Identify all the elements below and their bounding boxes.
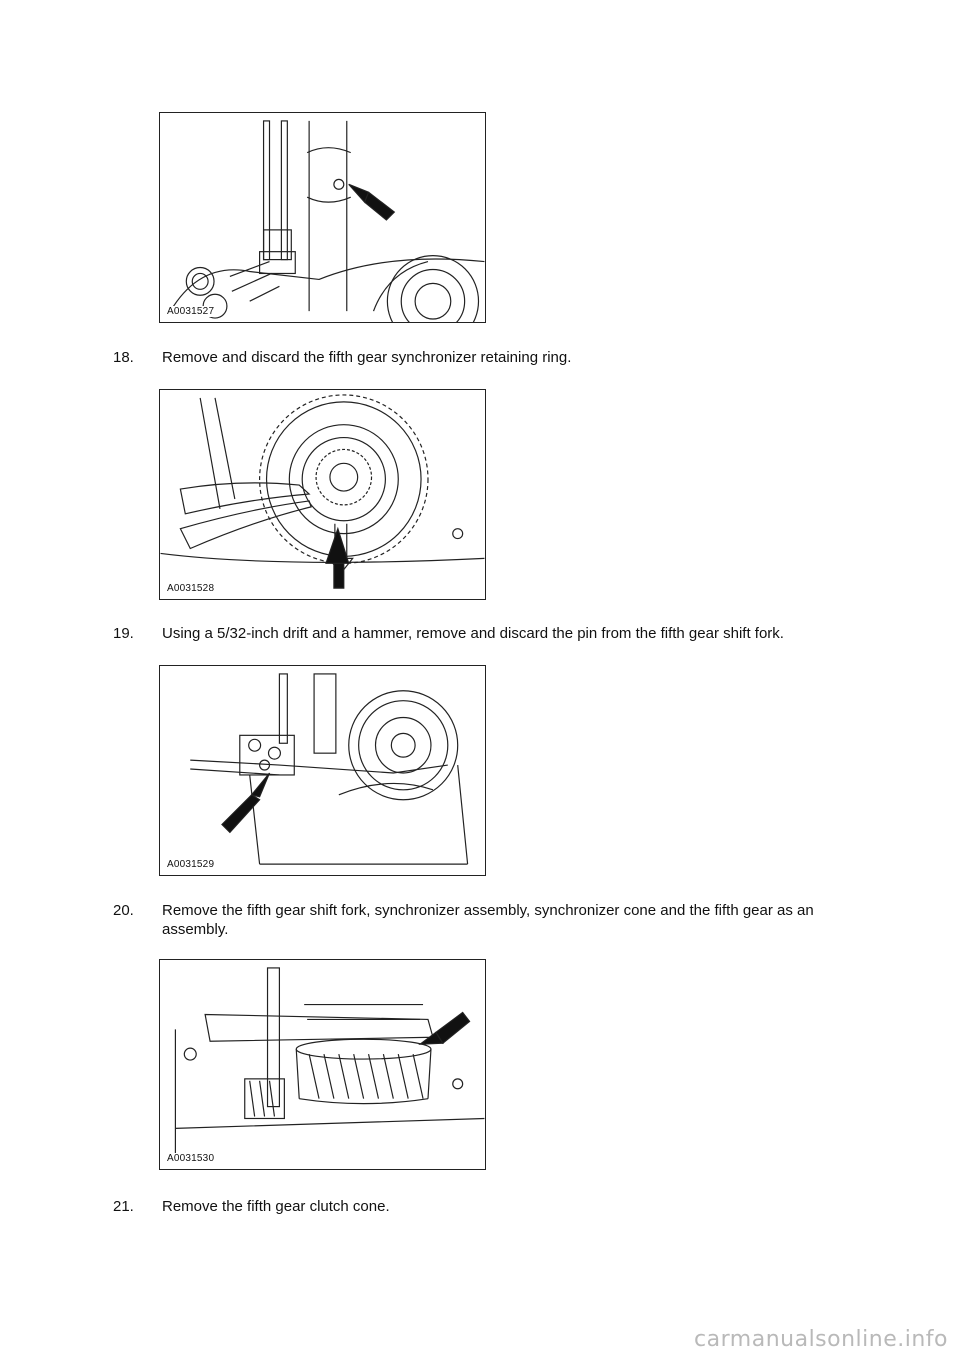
figure-a0031530: A0031530 bbox=[159, 959, 486, 1170]
synchronizer-ring-illustration bbox=[160, 394, 485, 589]
step-text: Remove the fifth gear shift fork, synchr… bbox=[162, 902, 814, 938]
figure-a0031529: A0031529 bbox=[159, 665, 486, 876]
step-number: 20. bbox=[113, 902, 134, 919]
figure-a0031527: A0031527 bbox=[159, 112, 486, 323]
step-text: Remove the fifth gear clutch cone. bbox=[162, 1198, 390, 1215]
shift-rail-illustration bbox=[169, 120, 485, 322]
step-21: 21. Remove the fifth gear clutch cone. bbox=[113, 1197, 853, 1216]
figure-id: A0031529 bbox=[166, 859, 216, 870]
watermark: carmanualsonline.info bbox=[694, 1327, 948, 1352]
shift-fork-pin-illustration bbox=[190, 673, 469, 865]
step-number: 21. bbox=[113, 1198, 134, 1215]
figure-id: A0031530 bbox=[166, 1153, 216, 1164]
step-20: 20. Remove the fifth gear shift fork, sy… bbox=[113, 901, 853, 939]
fifth-gear-assembly-illustration bbox=[174, 967, 485, 1159]
figure-id: A0031527 bbox=[166, 306, 216, 317]
step-19: 19. Using a 5/32-inch drift and a hammer… bbox=[113, 624, 853, 643]
step-text: Remove and discard the fifth gear synchr… bbox=[162, 349, 572, 366]
step-number: 18. bbox=[113, 349, 134, 366]
step-18: 18. Remove and discard the fifth gear sy… bbox=[113, 348, 853, 367]
figure-a0031528: A0031528 bbox=[159, 389, 486, 600]
step-number: 19. bbox=[113, 625, 134, 642]
figure-id: A0031528 bbox=[166, 583, 216, 594]
step-text: Using a 5/32-inch drift and a hammer, re… bbox=[162, 625, 784, 642]
